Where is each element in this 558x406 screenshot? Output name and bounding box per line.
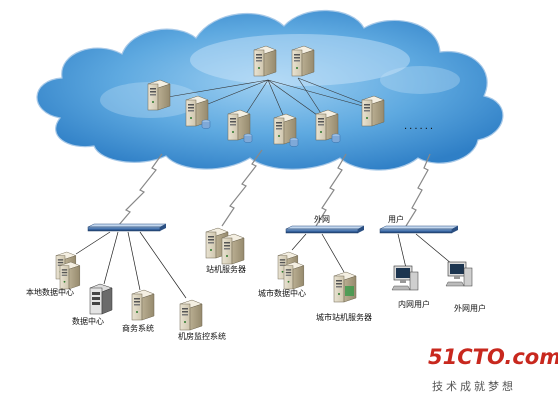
- switch-user: [379, 225, 459, 234]
- wireless-links: [117, 149, 431, 227]
- device-links: [75, 231, 453, 299]
- room-monitor-label: 机房监控系统: [178, 331, 226, 341]
- station-server-icon: [205, 227, 245, 265]
- server-icon: [315, 109, 341, 143]
- station-server-label: 站机服务器: [206, 264, 246, 274]
- intranet-user-computer-icon: [391, 265, 419, 291]
- datacenter-icon: [89, 283, 113, 315]
- watermark-brand: 51CTO.com: [428, 345, 558, 369]
- city-datacenter-icon: [277, 251, 305, 290]
- local-datacenter-label: 本地数据中心: [26, 287, 74, 297]
- city-station-server-icon: [333, 271, 357, 303]
- internet-user-label: 外网用户: [454, 303, 486, 313]
- server-icon: [273, 113, 299, 147]
- ellipsis-label: ......: [404, 121, 435, 132]
- server-icon: [147, 79, 171, 111]
- cloud-links: [161, 77, 371, 123]
- watermark-slogan: 技术成就梦想: [432, 379, 516, 393]
- switch-external: [285, 225, 365, 234]
- city-datacenter-label: 城市数据中心: [258, 288, 306, 298]
- server-icon: [185, 95, 211, 129]
- switch-external-label: 外网: [314, 214, 330, 224]
- intranet-user-label: 内网用户: [398, 299, 430, 309]
- business-system-icon: [131, 289, 155, 321]
- internet-user-computer-icon: [445, 261, 473, 287]
- business-system-label: 商务系统: [122, 323, 154, 333]
- server-icon: [227, 109, 253, 143]
- switch-left: [87, 223, 167, 232]
- server-icon: [253, 45, 277, 77]
- switch-user-label: 用户: [388, 214, 404, 224]
- server-icon: [291, 45, 315, 77]
- server-icon: [361, 95, 385, 127]
- local-datacenter-icon: [55, 251, 81, 290]
- cloud: [36, 9, 504, 171]
- room-monitor-icon: [179, 299, 203, 331]
- city-station-server-label: 城市站机服务器: [316, 312, 372, 322]
- datacenter-label: 数据中心: [72, 316, 104, 326]
